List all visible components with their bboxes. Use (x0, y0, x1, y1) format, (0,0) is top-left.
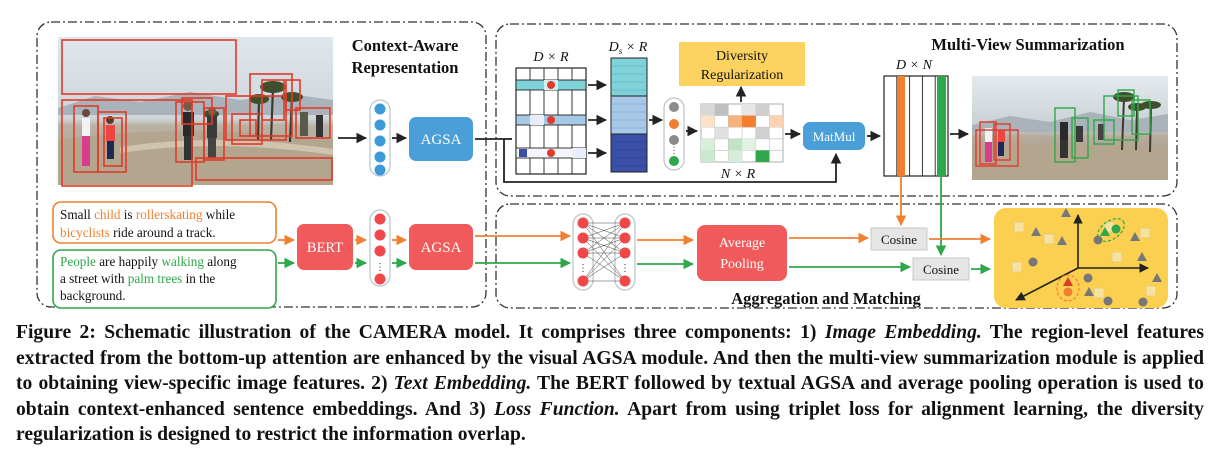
image-region-features (369, 99, 391, 177)
view-specific-features (883, 75, 949, 177)
multi-view-section (495, 23, 1178, 197)
caption-emph-text-embedding: Text Embedding. (393, 373, 532, 394)
caption-part-2: The region-level features extracted from… (16, 322, 1204, 394)
projection-matrix (515, 67, 587, 175)
attention-matrix (700, 103, 784, 163)
svg-text:People are happily walking alo: People are happily walking along (60, 254, 237, 269)
aggregation-title: Aggregation and Matching (731, 289, 921, 308)
context-title-line1: Context-Aware (352, 36, 459, 55)
bert-module: BERT (297, 224, 353, 270)
aggregation-section (495, 203, 1178, 309)
caption-part-3: The BERT followed by textual AGSA and av… (16, 373, 1204, 420)
sentence-green: People are happily walking along a stree… (52, 249, 277, 309)
view-attended-image (972, 76, 1168, 180)
svg-text:background.: background. (60, 288, 126, 303)
svg-text:Pooling: Pooling (720, 257, 764, 272)
agsa-image-module: AGSA (409, 117, 473, 161)
caption-part-1: Figure 2: Schematic illustration of the … (16, 322, 825, 343)
caption-emph-loss-function: Loss Function. (494, 398, 620, 420)
camera-model-diagram: Context-Aware Representation Multi-View … (36, 21, 1178, 309)
svg-text:AGSA: AGSA (421, 240, 462, 256)
svg-text:⋮: ⋮ (578, 263, 588, 274)
text-fc-network: ⋮ ⋮ (572, 213, 636, 291)
svg-text:⋮: ⋮ (375, 262, 385, 273)
matmul-op: MatMul (803, 122, 865, 150)
cosine-orange: Cosine (870, 227, 928, 251)
average-pooling: Average Pooling (697, 225, 787, 281)
skip-connection (503, 139, 842, 183)
context-aware-section (36, 21, 487, 308)
word-features: ⋮ (369, 209, 391, 287)
label-d-x-n: D × N (895, 58, 933, 73)
svg-text:Cosine: Cosine (881, 232, 917, 247)
label-ds-x-r: Ds × R (608, 40, 648, 56)
svg-text:MatMul: MatMul (813, 129, 856, 144)
svg-text:⋮: ⋮ (620, 263, 630, 274)
svg-text:Regularization: Regularization (701, 68, 783, 83)
svg-text:Cosine: Cosine (923, 262, 959, 277)
svg-text:Average: Average (719, 236, 765, 251)
sentence-orange: Small child is rollerskating while bicyc… (52, 201, 277, 244)
view-blocks (610, 57, 648, 173)
input-image (58, 37, 334, 187)
label-d-x-r: D × R (532, 50, 569, 65)
label-n-x-r: N × R (720, 167, 756, 182)
diversity-regularization: Diversity Regularization (679, 42, 805, 86)
figure-caption: Figure 2: Schematic illustration of the … (16, 320, 1204, 448)
agsa-text-module: AGSA (409, 224, 473, 270)
cosine-green: Cosine (912, 257, 970, 281)
caption-part-4: Apart from using triplet loss for alignm… (16, 398, 1204, 446)
svg-text:AGSA: AGSA (421, 132, 462, 148)
svg-text:Small child is rollerskating w: Small child is rollerskating while (60, 207, 235, 222)
context-title-line2: Representation (352, 58, 459, 77)
svg-text:BERT: BERT (307, 240, 343, 256)
view-vectors: ⋮ (663, 97, 685, 171)
svg-text:⋮: ⋮ (670, 145, 679, 155)
summarization-title: Multi-View Summarization (931, 35, 1124, 54)
svg-text:a street with palm trees in t: a street with palm trees in the (60, 271, 215, 286)
svg-text:Diversity: Diversity (716, 49, 768, 64)
caption-emph-image-embedding: Image Embedding. (824, 322, 982, 343)
svg-text:bicyclists ride around a track: bicyclists ride around a track. (60, 225, 216, 240)
joint-embedding-space (994, 208, 1168, 308)
